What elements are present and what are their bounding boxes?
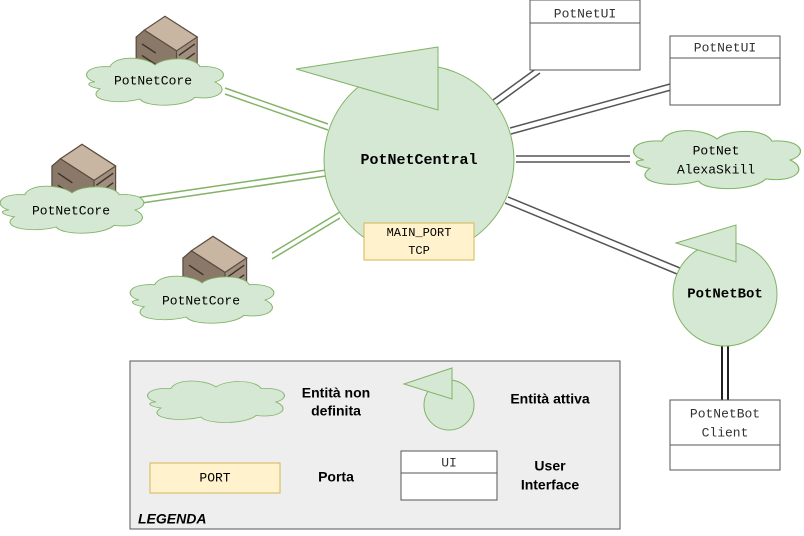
legend-title: LEGENDA (138, 511, 206, 527)
main-port-line2: TCP (408, 244, 430, 258)
alexa-line2: AlexaSkill (677, 162, 755, 177)
legend-active-label: Entità attiva (510, 391, 590, 407)
potnet-alexa-skill[interactable]: PotNet AlexaSkill (632, 129, 802, 190)
connection-central-ui1 (492, 67, 541, 106)
connection-core1-central (224, 87, 329, 131)
bot-label: PotNetBot (687, 287, 763, 303)
legend-undefined-line1: Entità non (302, 385, 370, 401)
legend-panel: Entità non definita Entità attiva PORT P… (129, 360, 621, 530)
legend-ui-line2: Interface (521, 477, 580, 493)
legend-port-sample (149, 462, 281, 494)
potnet-bot-client[interactable]: PotNetBot Client (669, 399, 781, 471)
connection-core3-central (271, 211, 341, 260)
bot-client-line2: Client (702, 425, 749, 440)
main-port-line1: MAIN_PORT (387, 226, 452, 240)
potnet-bot-node[interactable]: PotNetBot (672, 224, 778, 347)
legend-ui-sample (400, 450, 498, 501)
potnet-ui-2[interactable]: PotNetUI (669, 35, 781, 106)
ui1-label: PotNetUI (554, 6, 616, 21)
core2-label: PotNetCore (32, 203, 110, 218)
alexa-line1: PotNet (693, 143, 740, 158)
core1-label: PotNetCore (114, 73, 192, 88)
ui2-label: PotNetUI (694, 40, 756, 55)
connection-central-ui2 (509, 83, 672, 135)
bot-client-line1: PotNetBot (690, 406, 760, 421)
central-label: PotNetCentral (360, 152, 477, 169)
connection-central-bot (504, 196, 681, 275)
legend-port-sample-text: PORT (199, 470, 230, 485)
potnet-core-2[interactable]: PotNetCore (0, 143, 145, 234)
core3-label: PotNetCore (162, 293, 240, 308)
central-active-flag-icon (295, 46, 439, 111)
bot-active-flag-icon (674, 224, 737, 263)
potnet-core-1[interactable]: PotNetCore (86, 15, 224, 106)
alexa-cloud (632, 129, 802, 190)
legend-active-flag-icon (402, 367, 453, 400)
potnet-ui-1[interactable]: PotNetUI (529, 0, 641, 71)
legend-ui-line1: User (534, 458, 566, 474)
connection-core2-central (134, 169, 327, 205)
connection-central-alexa (516, 155, 630, 163)
legend-ui-sample-text: UI (441, 455, 457, 470)
connection-bot-client (721, 345, 729, 400)
legend-undefined-line2: definita (311, 403, 361, 419)
legend-port-label: Porta (318, 469, 354, 485)
potnet-core-3[interactable]: PotNetCore (129, 235, 275, 324)
potnet-central-node[interactable]: PotNetCentral (295, 46, 515, 256)
main-port-box[interactable]: MAIN_PORT TCP (363, 222, 475, 261)
